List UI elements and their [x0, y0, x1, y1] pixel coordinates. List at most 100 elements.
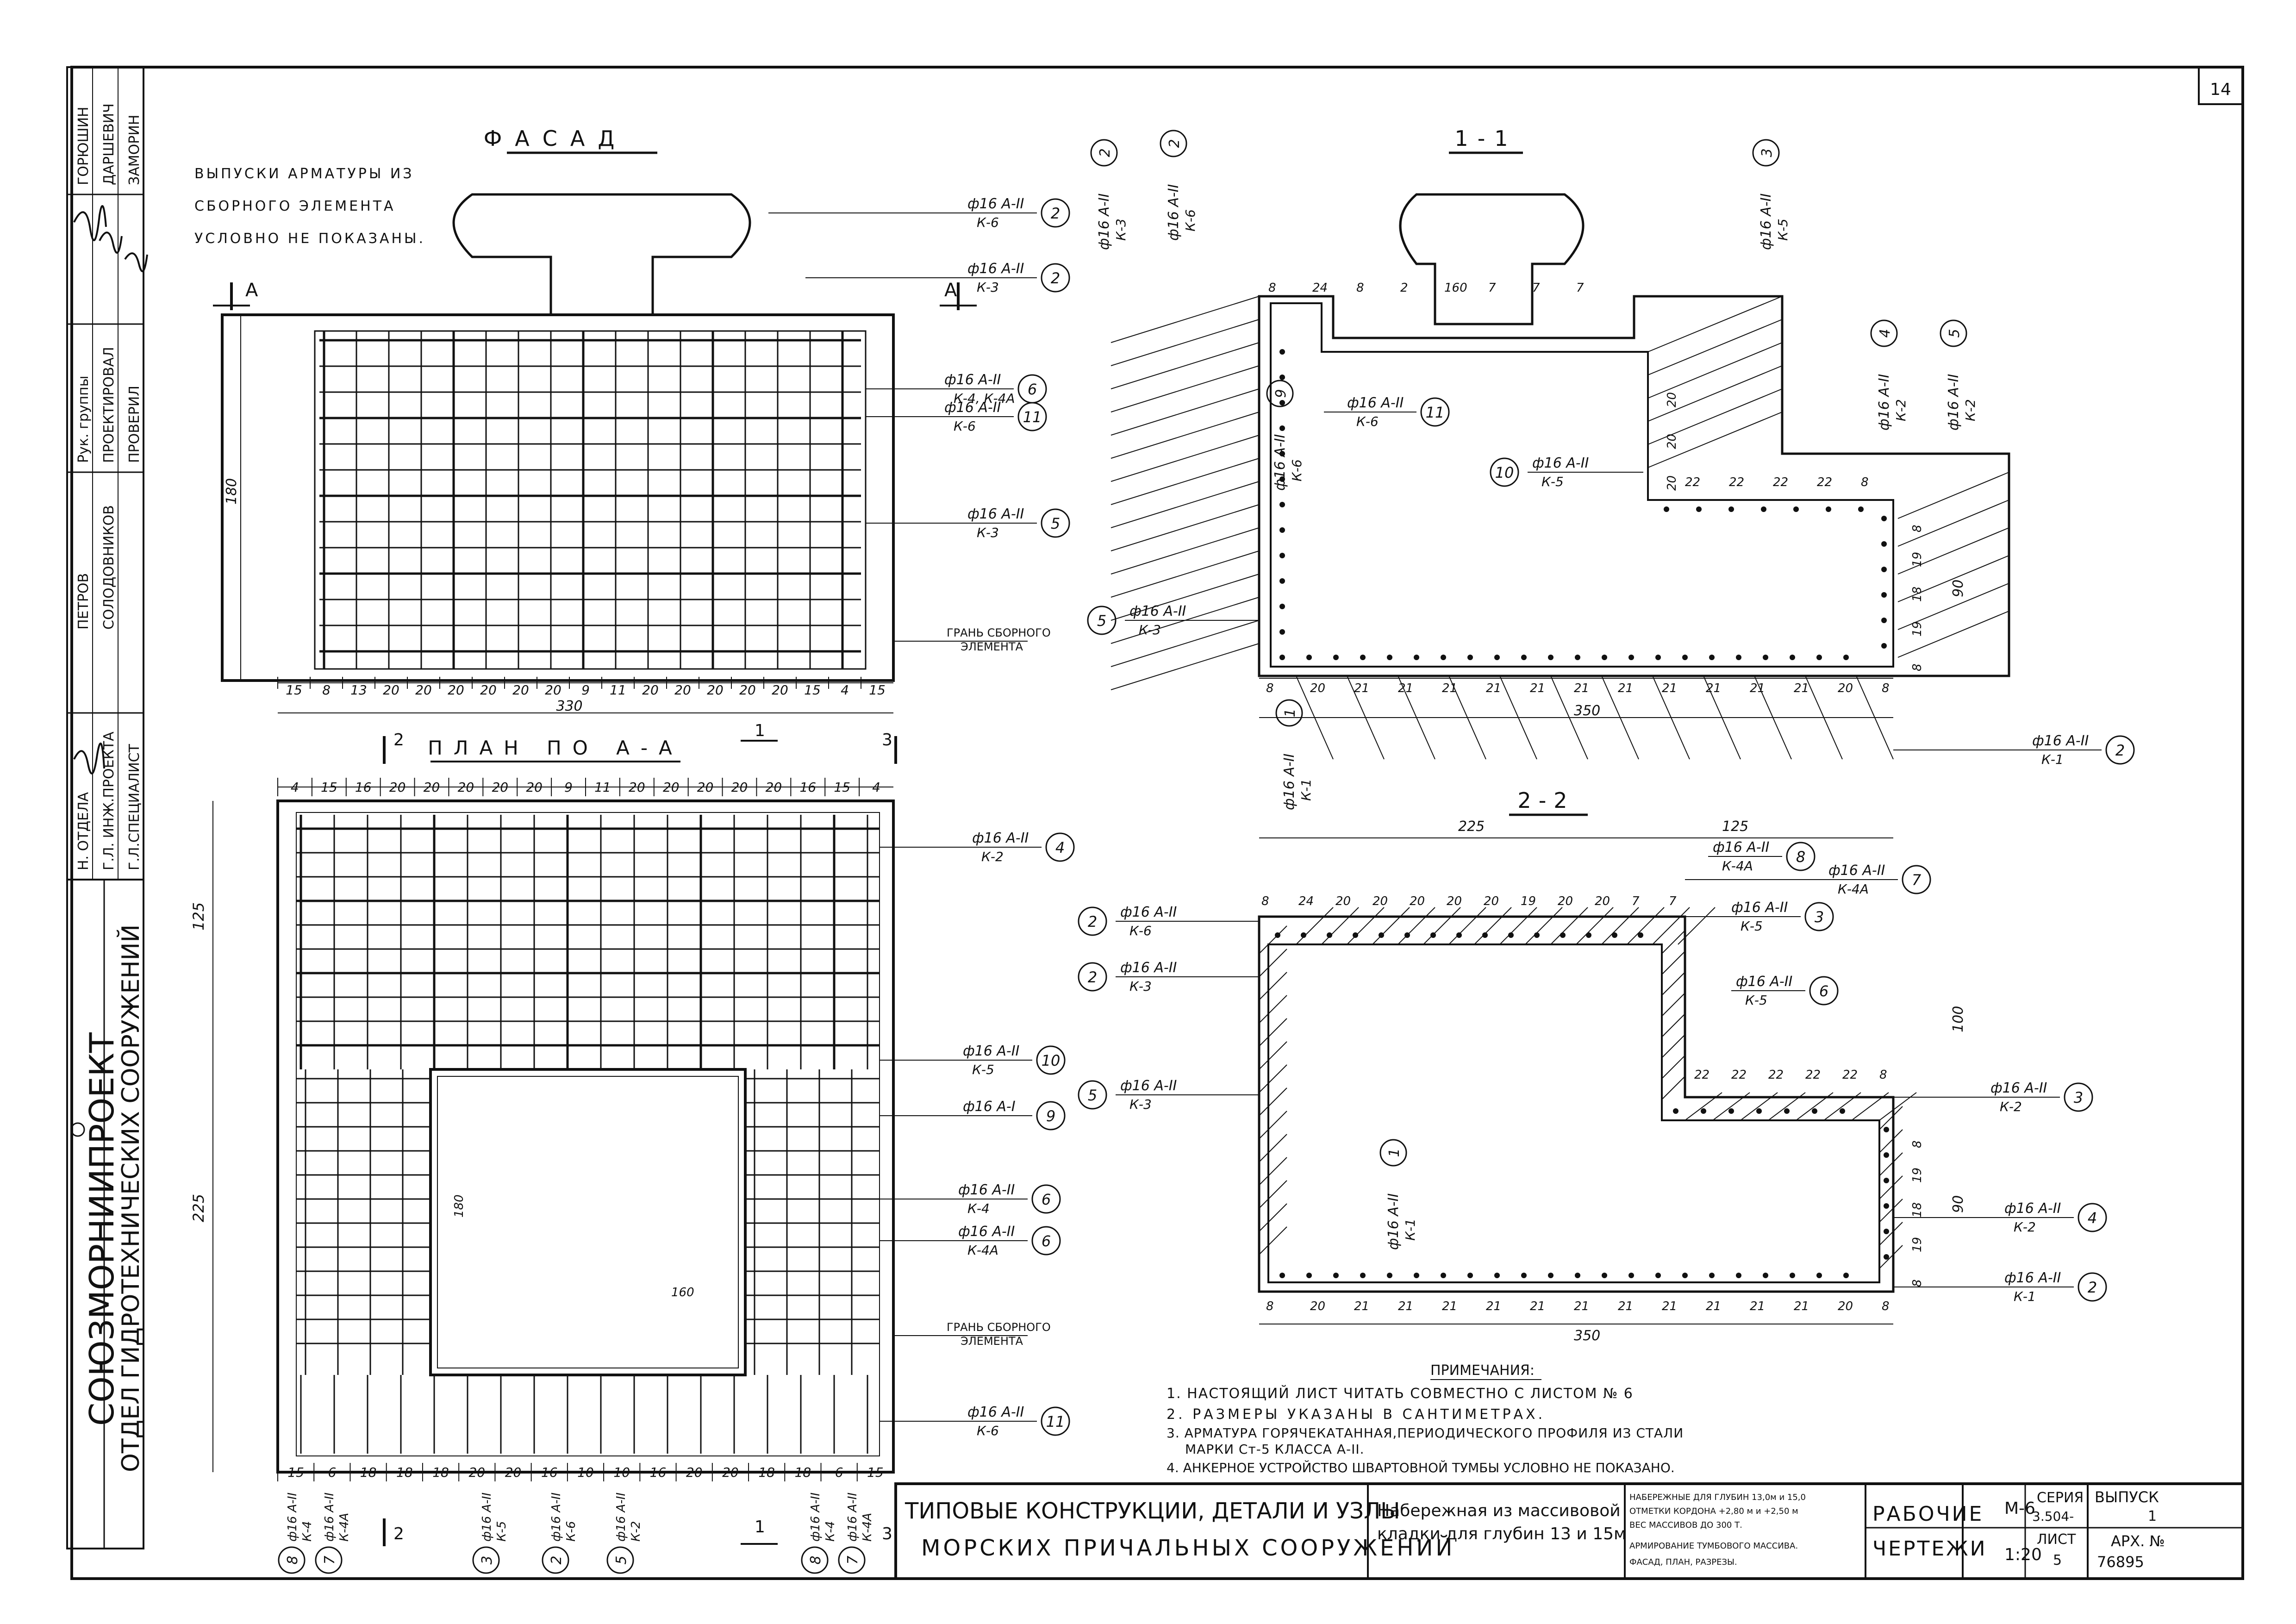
dimension-label: 20 — [1410, 894, 1425, 908]
rebar-callout: ф16 А-IIК-510 — [1490, 455, 1643, 489]
dimension-label: 21 — [1706, 681, 1721, 695]
rebar-dot — [1763, 655, 1768, 660]
callout-frame: К-5 — [1775, 219, 1791, 241]
rebar-dot — [1279, 1273, 1285, 1278]
hatch-line — [1474, 907, 1512, 945]
callout-spec: ф16 А-II — [944, 400, 1001, 416]
callout-frame: К-2 — [2014, 1219, 2036, 1235]
facade-outline — [221, 313, 895, 682]
callout-number-circle — [801, 1546, 829, 1574]
sheet-border — [70, 66, 2244, 1580]
callout-frame: К-3 — [1113, 219, 1129, 241]
callout-number: 3 — [1815, 908, 1824, 926]
hatch-line — [1259, 1157, 1287, 1186]
callout-spec: ф16 А-II — [614, 1493, 628, 1542]
callout-number-circle — [1041, 508, 1070, 538]
rebar-callout: ф16 А-IIК-56 — [1731, 974, 1839, 1008]
signature-4 — [124, 252, 148, 272]
hatch-line — [1423, 907, 1461, 945]
callout-spec: ф16 А-II — [1758, 193, 1774, 250]
rebar-dot — [1736, 1273, 1741, 1278]
side-stamp: СОЮЗМОРНИИПРОЕКТ ОТДЕЛ ГИДРОТЕХНИЧЕСКИХ … — [66, 66, 148, 1549]
callout-spec: ф16 А-II — [1129, 603, 1186, 619]
hatch-line — [1111, 527, 1260, 575]
note-3: 3. АРМАТУРА ГОРЯЧЕКАТАННАЯ,ПЕРИОДИЧЕСКОГ… — [1167, 1425, 1684, 1441]
dimension-label: 8 — [1266, 681, 1274, 695]
callout-number-circle — [1870, 319, 1898, 347]
plan-section-2-bottom: 2 — [393, 1524, 404, 1543]
dimension-label: 21 — [1794, 1299, 1809, 1313]
rebar-dot — [1521, 655, 1527, 660]
hatch-line — [1879, 1175, 1903, 1199]
hatch-line — [1897, 555, 2009, 602]
hatch-line — [1678, 907, 1716, 945]
hatch-line — [1647, 342, 1783, 399]
facade-precast-face-2: ЭЛЕМЕНТА — [961, 640, 1023, 653]
stamp-role-1: Н. ОТДЕЛА — [75, 792, 92, 870]
note-2: 2. РАЗМЕРЫ УКАЗАНЫ В САНТИМЕТРАХ. — [1167, 1406, 1545, 1423]
callout-number-circle — [1031, 1184, 1061, 1214]
callout-frame: К-2 — [1963, 399, 1978, 421]
dimension-label: 20 — [707, 682, 724, 698]
callout-frame: К-3 — [977, 525, 999, 540]
rebar-dot — [1696, 506, 1702, 512]
callout-frame: К-4А — [337, 1513, 351, 1542]
section-mark-a-left: А — [245, 280, 258, 301]
hatch-line — [1661, 1076, 1685, 1100]
hatch-line — [1879, 1222, 1903, 1246]
callout-number-circle — [278, 1546, 306, 1574]
callout-number-circle — [472, 1546, 500, 1574]
callout-frame: К-2 — [2000, 1099, 2022, 1114]
callout-number: 11 — [1426, 404, 1445, 421]
rebar-dot — [1884, 1127, 1889, 1132]
rebar-dot — [1881, 643, 1887, 649]
callout-spec: ф16 А-II — [549, 1493, 563, 1542]
rebar-callout: ф16 А-IIК-53 — [1685, 899, 1834, 934]
rebar-dot — [1884, 1254, 1889, 1260]
rebar-dot — [1575, 1273, 1580, 1278]
callout-number: 7 — [322, 1555, 338, 1564]
stage-line-1: РАБОЧИЕ — [1872, 1502, 1984, 1526]
hatch-line — [1879, 1152, 1903, 1176]
callout-spec: ф16 А-II — [480, 1493, 494, 1542]
dimension-label: 22 — [1731, 1068, 1747, 1082]
callout-spec: ф16 А-II — [1876, 374, 1892, 431]
rebar-dot — [1414, 655, 1419, 660]
rebar-callout: ф16 А-IIК-4А6 — [880, 1224, 1061, 1258]
hatch-line — [1879, 1106, 1903, 1130]
hatch-line — [1111, 620, 1260, 667]
plan-inner-160: 160 — [671, 1286, 694, 1299]
facade-rebar-grid — [319, 331, 861, 669]
rebar-dot — [1701, 1108, 1706, 1114]
hatch-line — [1879, 1129, 1903, 1153]
dimension-label: 8 — [322, 682, 331, 698]
dimension-label: 20 — [1310, 1299, 1325, 1313]
dimension-label: 21 — [1662, 681, 1677, 695]
callout-number: 6 — [1028, 381, 1037, 398]
plan-section-2-top: 2 — [393, 731, 404, 750]
rebar-dot — [1494, 1273, 1500, 1278]
dimension-label: 21 — [1750, 681, 1765, 695]
rebar-dot — [1709, 655, 1715, 660]
callout-spec: ф16 А-II — [967, 1404, 1024, 1420]
callout-spec: ф16 А-II — [958, 1182, 1015, 1198]
rebar-dot — [1736, 655, 1741, 660]
callout-number-circle — [1036, 1045, 1066, 1075]
hatch-line — [1259, 1111, 1287, 1139]
rebar-dot — [1858, 506, 1864, 512]
rebar-dot — [1387, 1273, 1392, 1278]
hatch-line — [1398, 907, 1435, 945]
dimension-label: 21 — [1398, 681, 1413, 695]
hatch-line — [1259, 995, 1287, 1024]
dimension-label: 21 — [1486, 681, 1501, 695]
callout-number-circle — [2064, 1082, 2093, 1112]
facade-note-3: УСЛОВНО НЕ ПОКАЗАНЫ. — [194, 231, 425, 247]
callout-number-circle — [2078, 1203, 2107, 1232]
plan-rebar-grid — [296, 815, 880, 1454]
bollard-head — [452, 193, 751, 316]
